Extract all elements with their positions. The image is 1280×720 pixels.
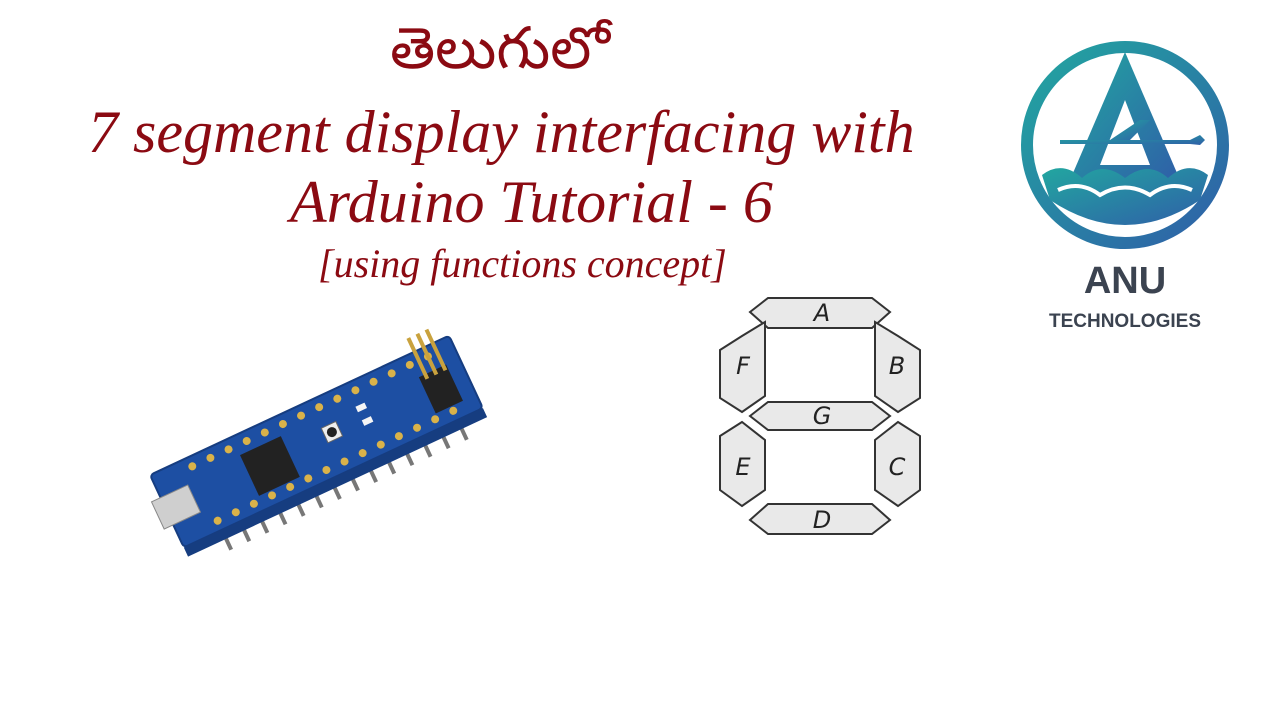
segment-f	[719, 320, 766, 414]
segment-e	[719, 420, 766, 508]
anu-technologies-logo: ANU TECHNOLOGIES	[1021, 41, 1229, 332]
title-line-1: 7 segment display interfacing with	[88, 99, 915, 165]
microcontroller-chip	[240, 436, 300, 496]
logo-name: ANU	[1084, 260, 1166, 302]
segment-a	[748, 297, 892, 329]
logo-wave	[1042, 168, 1208, 225]
segment-d	[748, 503, 892, 535]
plane-icon	[1060, 135, 1205, 145]
icsp-header	[406, 328, 463, 414]
segment-label-c: C	[889, 453, 906, 481]
segment-label-b: B	[889, 352, 905, 380]
segment-c	[874, 420, 921, 508]
segment-g	[748, 401, 892, 431]
segment-b	[874, 320, 921, 414]
segment-label-a: A	[812, 299, 830, 327]
title-line-3: [using functions concept]	[318, 241, 727, 286]
title-line-2: Arduino Tutorial - 6	[290, 169, 773, 235]
segment-label-d: D	[813, 506, 831, 534]
segment-label-f: F	[736, 352, 751, 380]
logo-subtitle: TECHNOLOGIES	[1049, 311, 1201, 332]
logo-ring	[1021, 41, 1229, 249]
arduino-nano-board-image	[150, 328, 488, 557]
usb-port	[150, 484, 202, 530]
segment-label-e: E	[735, 453, 751, 481]
segment-label-g: G	[813, 402, 832, 430]
seven-segment-diagram: A B C D E F G	[719, 297, 921, 535]
telugu-title: తెలుగులో	[390, 14, 610, 82]
